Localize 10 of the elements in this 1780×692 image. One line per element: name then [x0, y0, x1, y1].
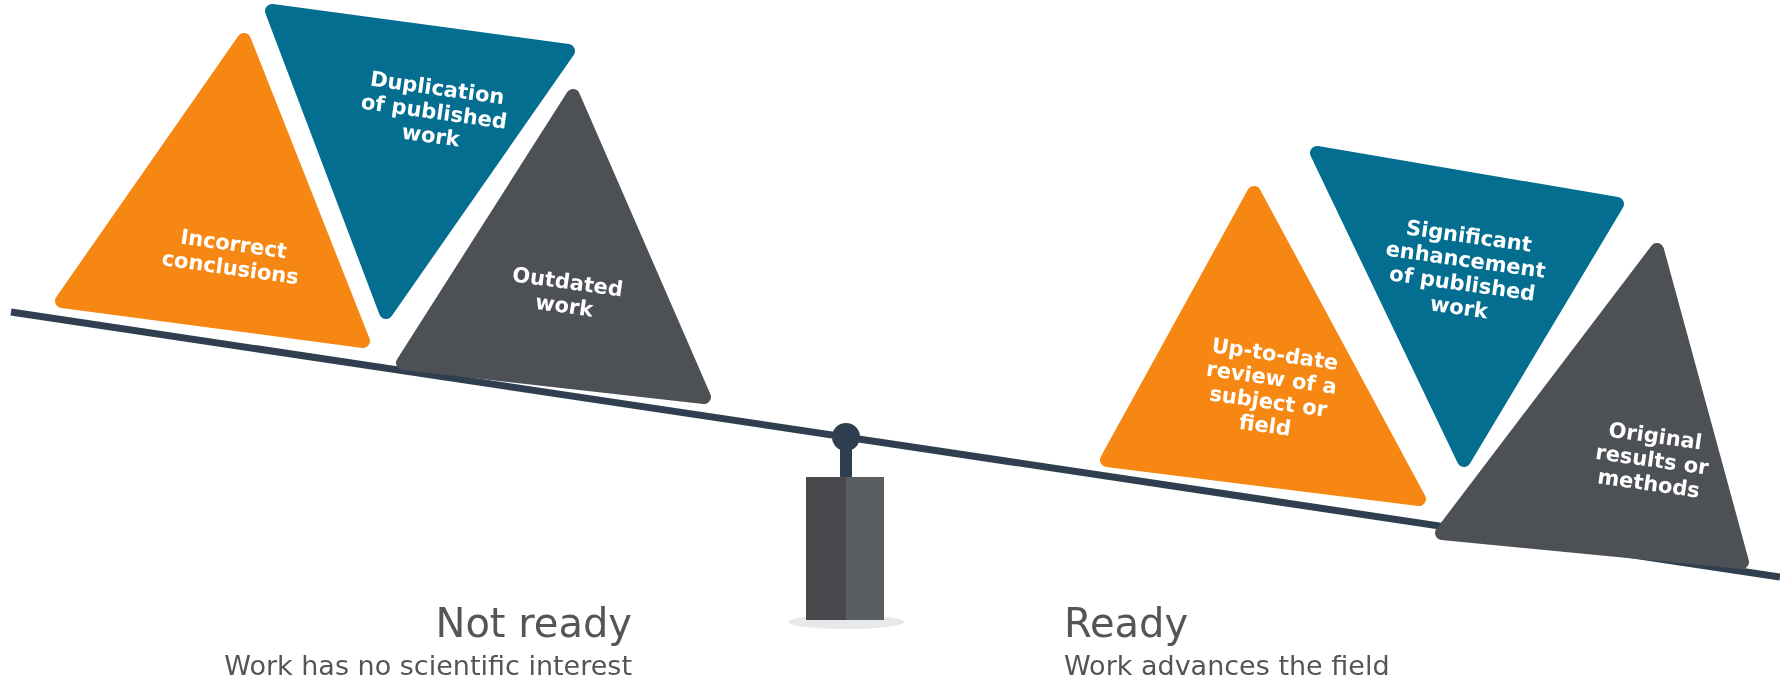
status-heading: Not ready: [435, 600, 632, 646]
card-label: Significant enhancement of published work: [1383, 214, 1549, 326]
status-description: Work advances the field: [1064, 650, 1390, 681]
status-description: Work has no scientific interest: [224, 650, 632, 681]
card-label: Outdated work: [509, 261, 626, 324]
card-label: Up-to-date review of a subject or field: [1203, 332, 1341, 444]
card-label: Incorrect conclusions: [159, 223, 302, 291]
status-heading: Ready: [1064, 600, 1189, 646]
card-label: Original results or methods: [1592, 416, 1712, 505]
card-label: Duplication of published work: [358, 65, 510, 154]
